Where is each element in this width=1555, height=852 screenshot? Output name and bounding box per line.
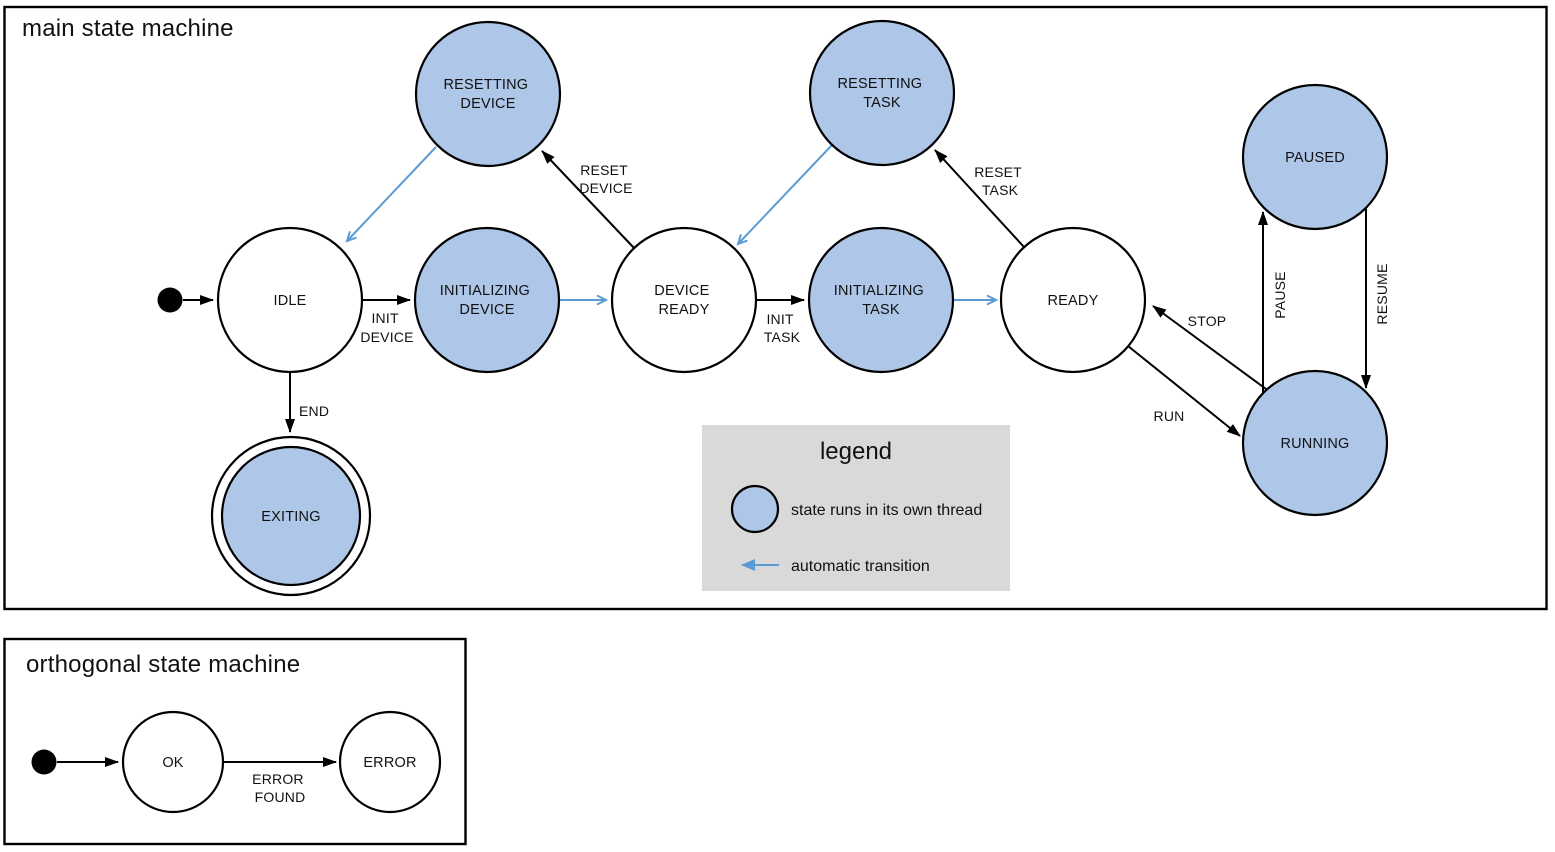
- transition-run-arrow: [1127, 345, 1241, 437]
- transition-stop-label: STOP: [1188, 313, 1227, 329]
- transition-reset-device-label: RESET DEVICE: [579, 162, 632, 196]
- state-error-label: ERROR: [363, 755, 416, 771]
- transition-init-device-label: INIT DEVICE: [360, 310, 413, 345]
- state-initializing-task: [807, 226, 955, 374]
- transition-reset-task-arrow: [934, 149, 1025, 248]
- legend-threaded-state-label: state runs in its own thread: [791, 502, 982, 519]
- ortho-initial-state-dot: [31, 749, 57, 775]
- state-resetting-task: [808, 19, 956, 167]
- transition-end-label: END: [299, 403, 329, 419]
- state-initializing-device-label: INITIALIZING DEVICE: [440, 283, 534, 318]
- initial-state-dot: [157, 287, 183, 313]
- legend-threaded-state-icon: [730, 484, 780, 534]
- state-running: [1241, 369, 1389, 517]
- state-device-ready: [610, 226, 758, 374]
- state-initializing-task-label: INITIALIZING TASK: [834, 283, 928, 318]
- state-resetting-task-label: RESETTING TASK: [837, 76, 926, 111]
- transition-error-found-label: ERROR FOUND: [252, 771, 308, 805]
- state-paused-label: PAUSED: [1285, 150, 1345, 166]
- state-idle-label: IDLE: [273, 293, 306, 309]
- main-state-machine-title: main state machine: [22, 15, 234, 42]
- legend-title: legend: [820, 438, 892, 465]
- transition-reset-device-arrow: [541, 150, 635, 249]
- transition-resume-label: RESUME: [1374, 263, 1390, 324]
- state-error: [338, 710, 442, 814]
- state-exiting: [220, 445, 362, 587]
- legend-automatic-transition-label: automatic transition: [791, 558, 930, 575]
- orthogonal-state-machine-title: orthogonal state machine: [26, 651, 300, 678]
- state-ready: [999, 226, 1147, 374]
- state-resetting-device: [414, 20, 562, 168]
- state-ok: [121, 710, 225, 814]
- transition-pause-label: PAUSE: [1272, 271, 1288, 318]
- auto-transition-resetting-device-to-idle-arrow: [345, 146, 437, 243]
- state-ready-label: READY: [1048, 293, 1099, 309]
- state-initializing-device: [413, 226, 561, 374]
- transition-init-task-label: INIT TASK: [764, 311, 801, 345]
- state-resetting-device-label: RESETTING DEVICE: [443, 77, 532, 112]
- state-device-ready-label: DEVICE READY: [654, 283, 713, 318]
- state-ok-label: OK: [162, 755, 183, 771]
- state-running-label: RUNNING: [1280, 436, 1349, 452]
- state-idle: [216, 226, 364, 374]
- transition-reset-task-label: RESET TASK: [974, 164, 1026, 198]
- state-exiting-label: EXITING: [261, 509, 320, 525]
- state-paused: [1241, 83, 1389, 231]
- transition-run-label: RUN: [1154, 408, 1185, 424]
- auto-transition-resetting-task-to-device-ready-arrow: [736, 144, 833, 246]
- transition-stop-arrow: [1152, 305, 1267, 390]
